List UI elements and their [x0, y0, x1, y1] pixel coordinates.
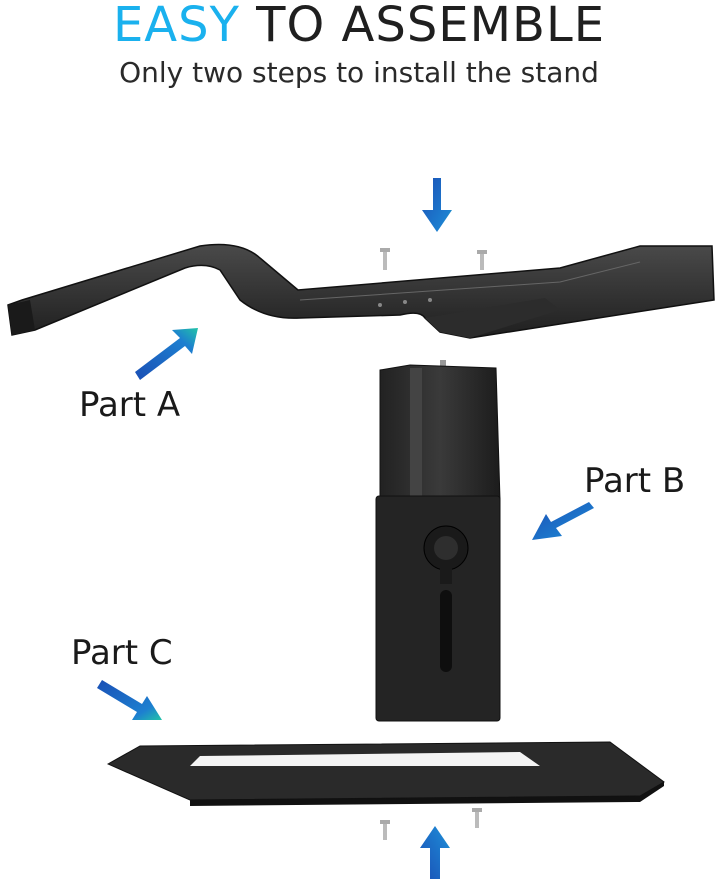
- arrow-part-c-icon: [97, 680, 162, 720]
- arrow-up-icon: [420, 826, 450, 879]
- arrow-down-icon: [422, 178, 452, 232]
- headline-rest: TO ASSEMBLE: [256, 0, 606, 53]
- part-a-tray: [7, 243, 715, 339]
- headline: EASY TO ASSEMBLE: [0, 0, 718, 50]
- arrow-part-a-icon: [135, 328, 198, 380]
- part-c-base: [106, 741, 665, 806]
- screws-top: [380, 248, 487, 270]
- arrow-part-b-icon: [532, 502, 594, 540]
- screws-bottom: [380, 808, 482, 840]
- headline-accent: EASY: [112, 0, 240, 53]
- part-b-column: [375, 360, 501, 722]
- label-part-a: Part A: [79, 385, 181, 425]
- label-part-b: Part B: [584, 461, 686, 501]
- label-part-c: Part C: [71, 633, 173, 673]
- subtitle: Only two steps to install the stand: [119, 56, 599, 89]
